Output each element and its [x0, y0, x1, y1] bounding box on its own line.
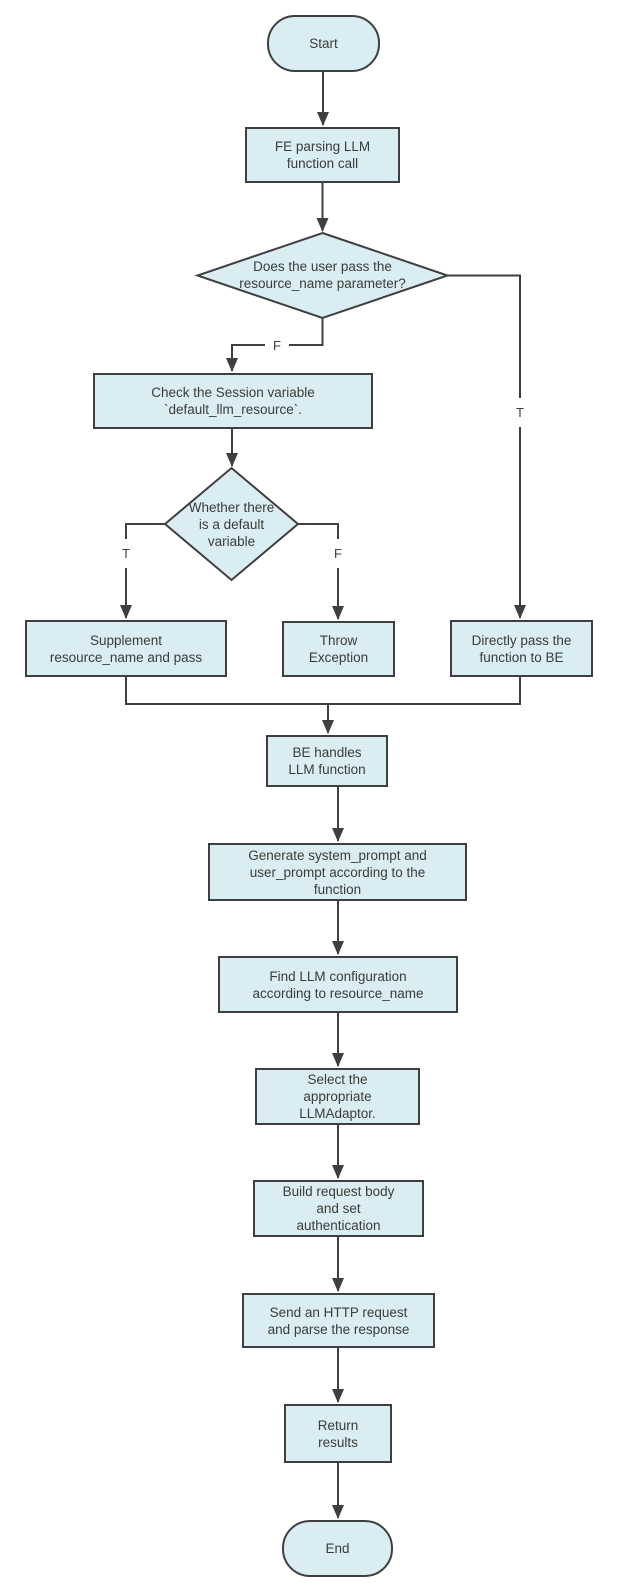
edge-decision2-true-to-supplement — [120, 523, 165, 619]
branch-label-true: T — [118, 539, 134, 568]
node-build-request-body: Build request body and set authenticatio… — [253, 1180, 424, 1237]
node-decision-resource-name-label: Does the user pass the resource_name par… — [239, 259, 406, 291]
node-throw-exception: Throw Exception — [282, 621, 395, 677]
node-supplement-resource-name: Supplement resource_name and pass — [25, 620, 227, 677]
node-generate-prompts: Generate system_prompt and user_prompt a… — [208, 843, 467, 901]
branch-label-false: F — [265, 336, 289, 355]
node-send-http-request: Send an HTTP request and parse the respo… — [242, 1293, 435, 1348]
node-be-handles-function: BE handles LLM function — [266, 735, 388, 787]
node-decision-default-variable-label: Whether there is a default variable — [188, 500, 275, 549]
edge-merge-line — [125, 677, 521, 705]
node-return-results: Return results — [284, 1404, 392, 1463]
node-check-session-variable: Check the Session variable `default_llm_… — [93, 373, 373, 429]
node-end: End — [282, 1520, 393, 1577]
branch-label-true: T — [512, 398, 528, 427]
node-select-llm-adaptor: Select the appropriate LLMAdaptor. — [255, 1068, 420, 1125]
edge-decision2-false-to-throw — [298, 523, 344, 620]
node-directly-pass-to-be: Directly pass the function to BE — [450, 620, 593, 677]
node-fe-parsing: FE parsing LLM function call — [245, 127, 400, 183]
branch-label-false: F — [330, 539, 346, 568]
edge-decision1-true-to-direct — [447, 274, 526, 619]
decision-default-variable-shape — [163, 466, 300, 582]
node-find-llm-configuration: Find LLM configuration according to reso… — [218, 956, 458, 1013]
node-start: Start — [267, 15, 380, 72]
